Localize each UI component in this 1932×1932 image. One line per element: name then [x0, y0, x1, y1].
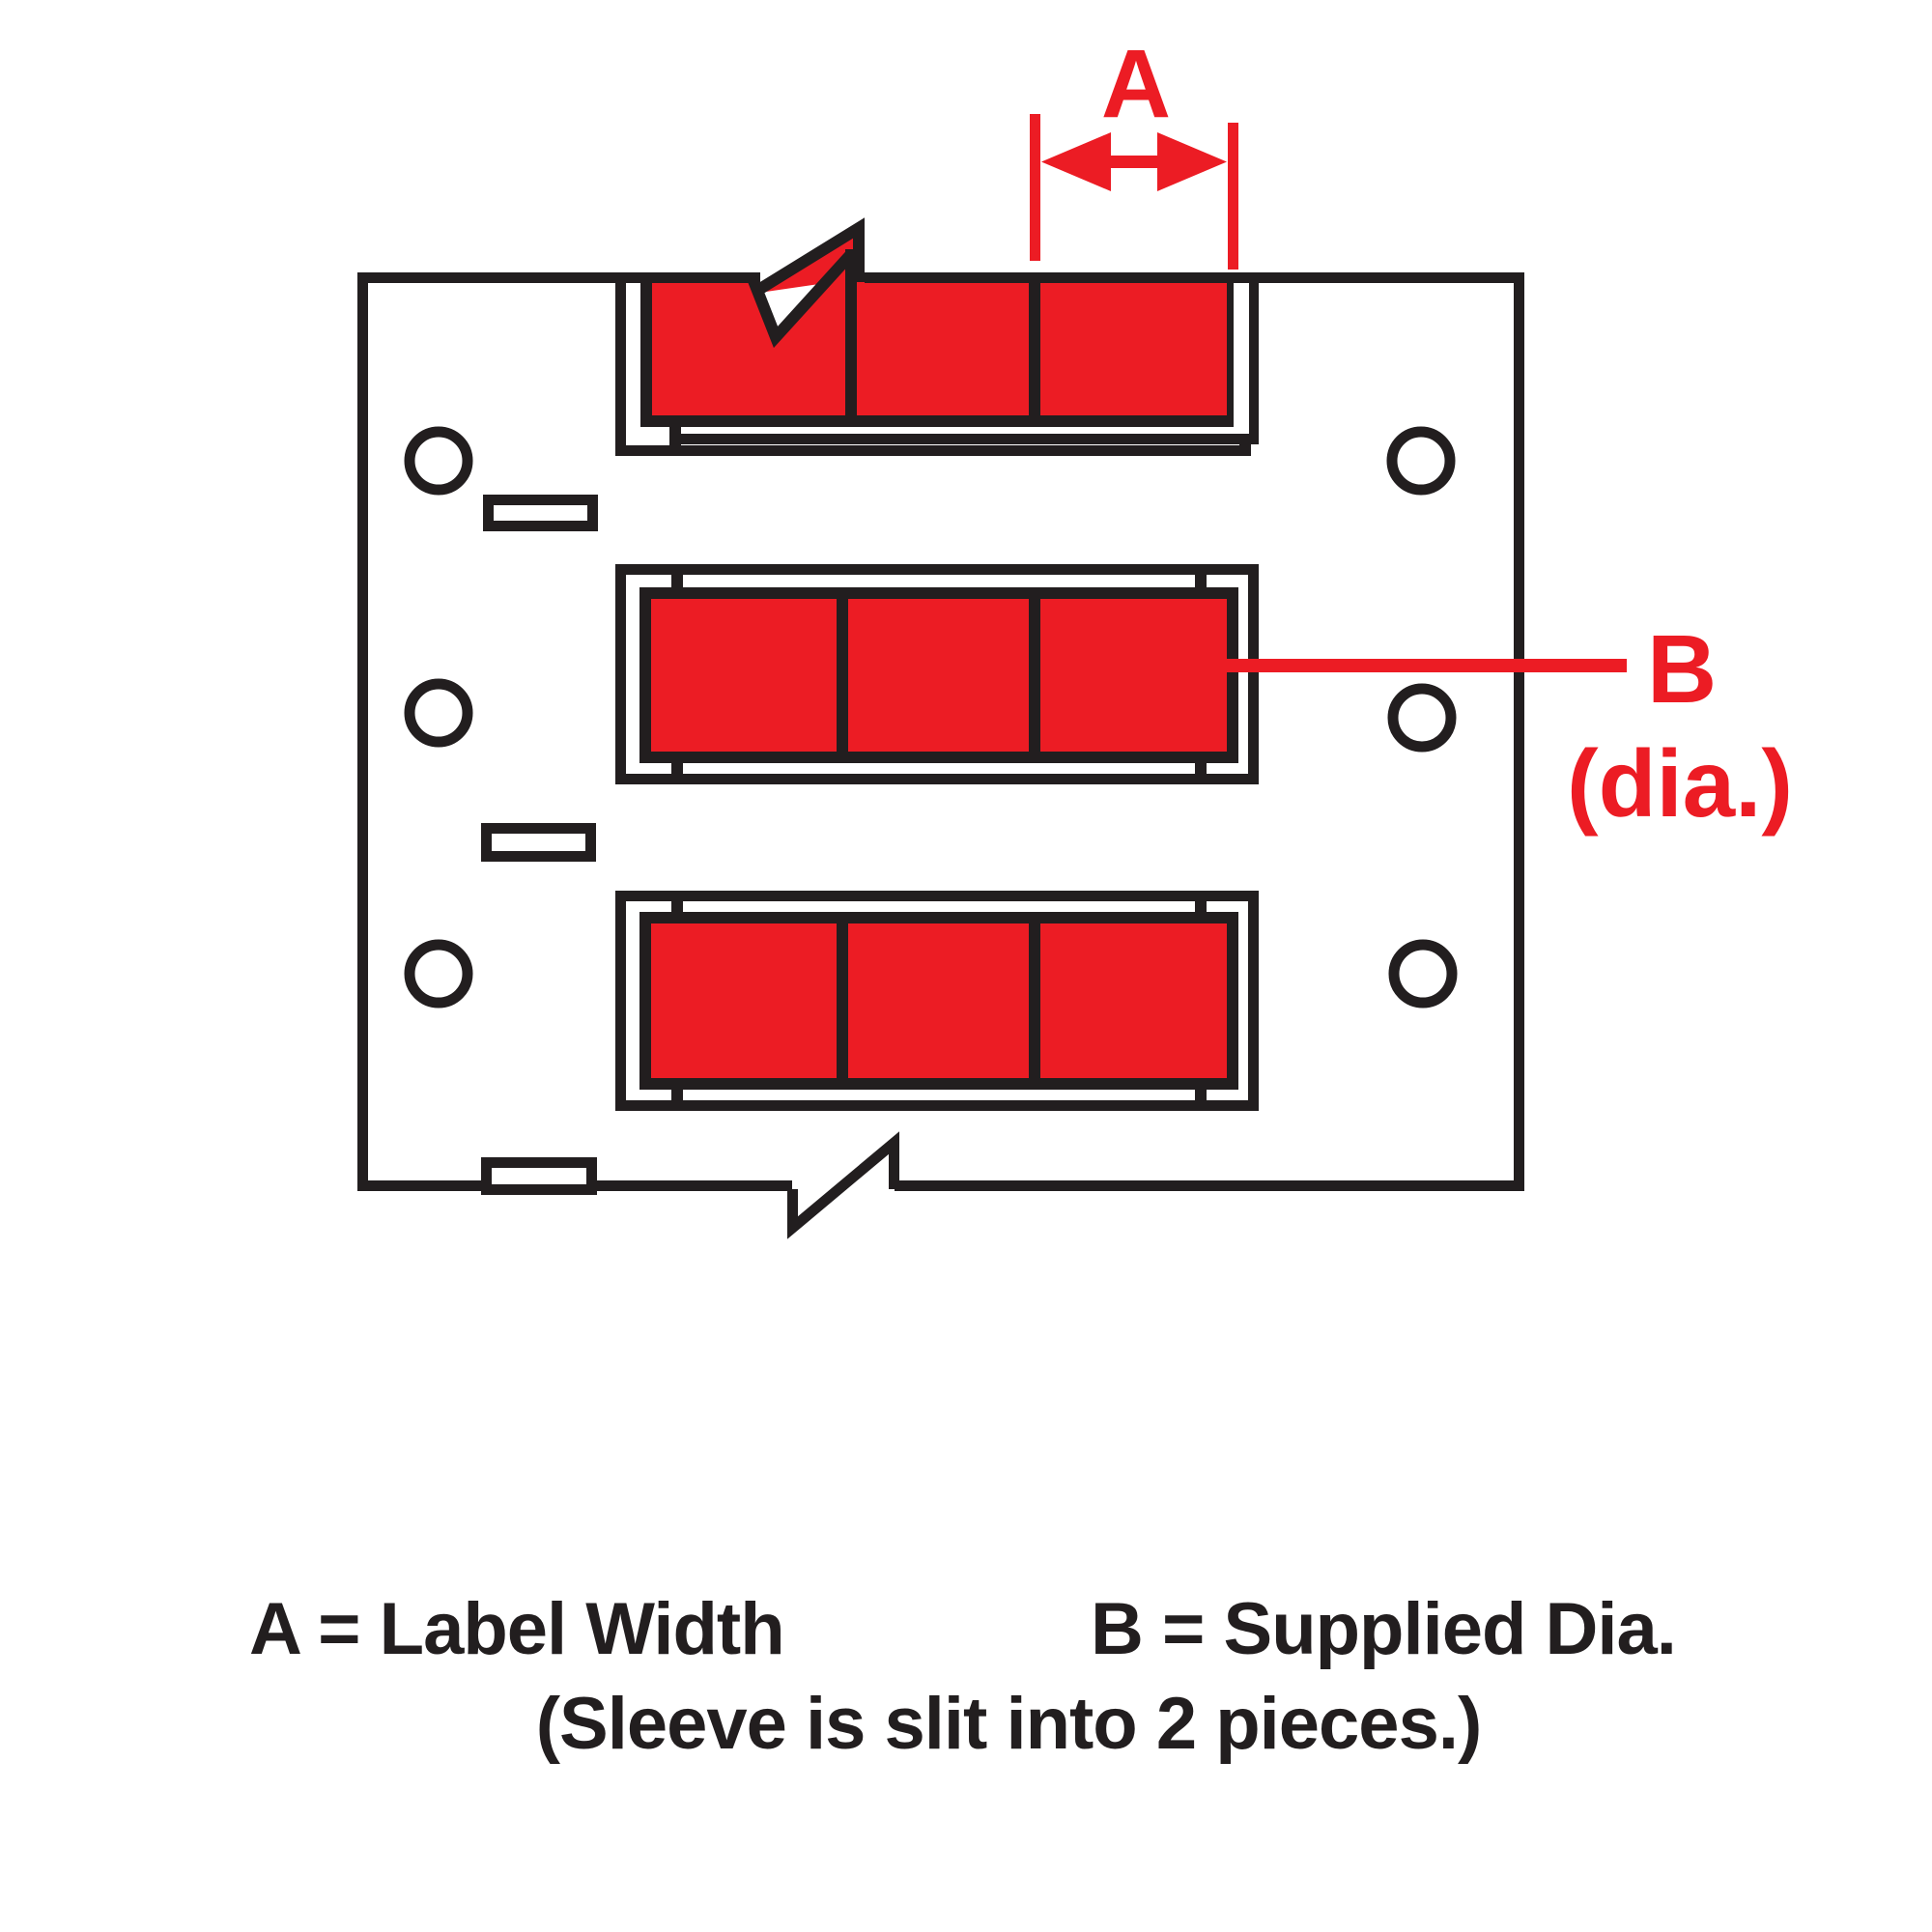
row2-corner-stub-tr — [1195, 569, 1207, 593]
row1-divider-1 — [845, 249, 857, 415]
hole-middle-right — [1387, 683, 1457, 753]
hole-top-left — [404, 426, 473, 496]
sleeve-row-2 — [615, 564, 1259, 784]
slot-3-inner — [492, 1168, 586, 1184]
row1-outer-bottom — [615, 445, 1251, 456]
dimension-a-arrow-shaft — [1096, 156, 1174, 168]
row2-corner-stub-br — [1195, 759, 1207, 780]
slot-1-inner — [494, 505, 587, 521]
slot-2-inner — [492, 834, 585, 851]
punch-holes — [404, 426, 1458, 1009]
row1-tear-outer-edge — [752, 217, 865, 298]
row1-divider-2 — [1029, 283, 1040, 415]
row1-outer-left-bar — [615, 277, 626, 456]
bottom-tear-zigzag — [787, 1131, 899, 1239]
hole-bottom-left — [404, 939, 473, 1009]
callout-b-label: B — [1647, 615, 1717, 724]
callout-b-leader-line — [1223, 659, 1627, 672]
row2-corner-stub-bl — [671, 759, 683, 780]
row2-corner-stub-tl — [671, 569, 683, 593]
row1-sleeve-red — [652, 283, 1227, 415]
sleeve-row-1 — [615, 217, 1259, 456]
row1-tear-inner-edge — [747, 248, 857, 349]
carrier-right-edge — [1514, 272, 1524, 1191]
row3-divider-2 — [1029, 923, 1040, 1078]
carrier-top-edge-left — [357, 272, 760, 283]
row2-divider-2 — [1029, 599, 1040, 752]
legend-a-definition: A = Label Width — [249, 1588, 784, 1670]
carrier-slots — [481, 495, 598, 1195]
dimension-a-tick-left — [1030, 114, 1040, 261]
row1-corner-stub-left — [669, 423, 681, 445]
legend-b-definition: B = Supplied Dia. — [1091, 1588, 1676, 1670]
row1-frame-bottom — [669, 434, 1259, 444]
row3-divider-1 — [837, 923, 848, 1078]
carrier-left-edge — [357, 272, 368, 1191]
callout-b: B (dia.) — [1223, 615, 1793, 837]
hole-bottom-right — [1388, 939, 1458, 1009]
dimension-a-arrowhead-left — [1041, 132, 1111, 191]
dimension-a-tick-right — [1228, 123, 1238, 270]
row1-corner-stub-right — [1239, 434, 1251, 456]
dimension-a-label: A — [1101, 30, 1171, 138]
row3-corner-stub-br — [1195, 1086, 1207, 1106]
callout-b-sublabel: (dia.) — [1567, 730, 1793, 837]
row2-sleeve-red — [651, 599, 1227, 752]
row3-corner-stub-bl — [671, 1086, 683, 1106]
legend: A = Label Width B = Supplied Dia. (Sleev… — [249, 1588, 1677, 1765]
dimension-a-arrowhead-right — [1157, 132, 1227, 191]
row2-divider-1 — [837, 599, 848, 752]
hole-top-right — [1386, 426, 1456, 496]
legend-note: (Sleeve is slit into 2 pieces.) — [536, 1683, 1482, 1765]
dimension-a: A — [1030, 30, 1238, 270]
hole-middle-left — [404, 678, 473, 748]
carrier-bottom-edge-right — [895, 1180, 1524, 1191]
row3-sleeve-red — [651, 923, 1227, 1078]
sleeve-row-3 — [615, 891, 1259, 1111]
row1-frame-right-bar — [1249, 277, 1259, 444]
carrier-top-edge-right — [859, 272, 1514, 283]
